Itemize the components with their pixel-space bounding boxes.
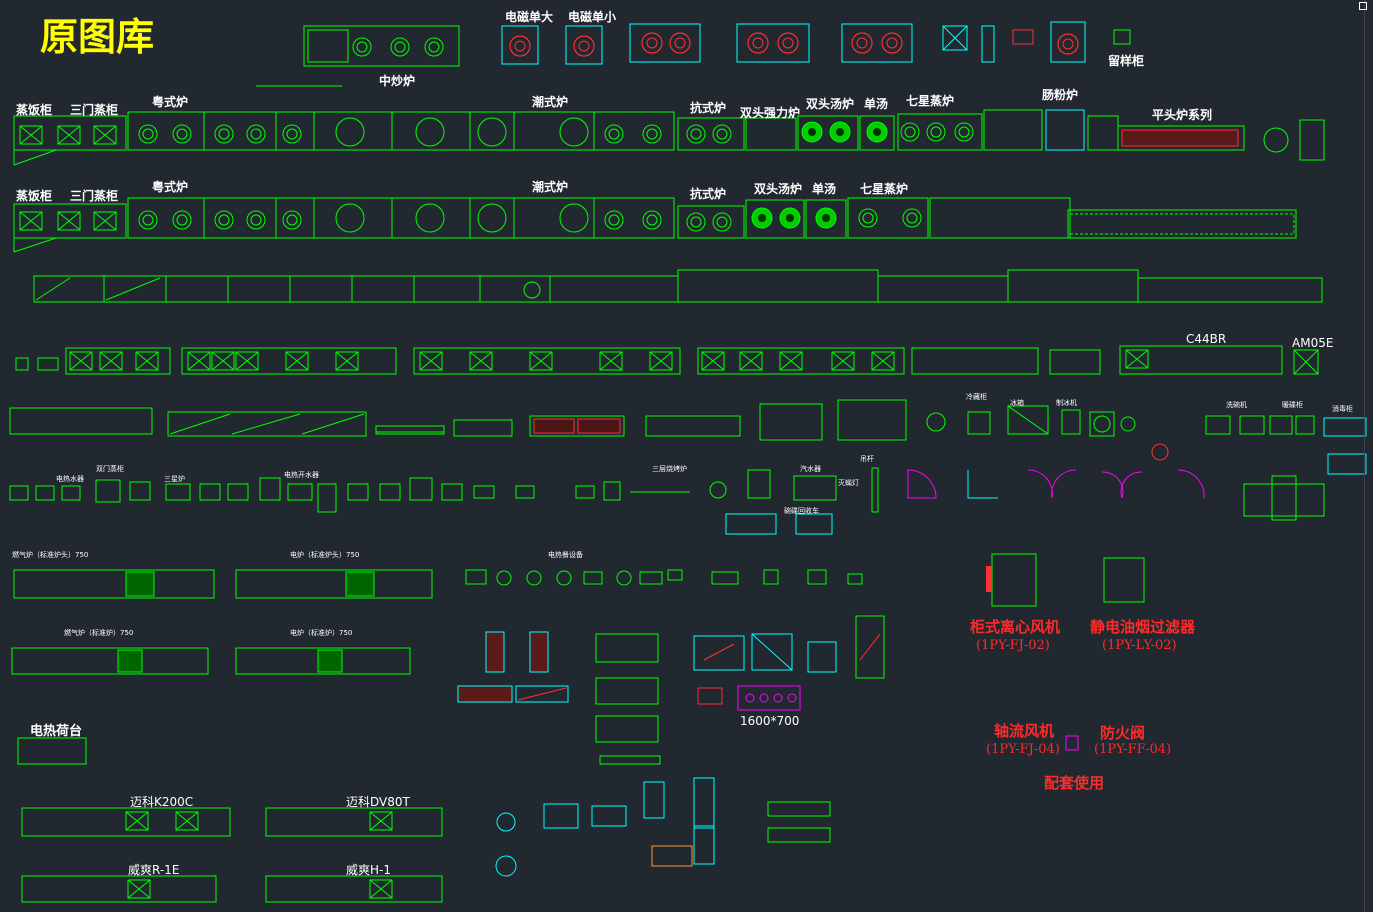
equipment-row-6[interactable]: [9, 453, 1367, 535]
label-double-soup-stove: 双头汤炉: [806, 97, 855, 111]
exhaust-fans[interactable]: [986, 553, 1145, 751]
label-sample-cabinet: 留样柜: [1108, 54, 1145, 68]
label-middle-wok: 中炒炉: [379, 74, 416, 88]
ucs-icon: [1359, 2, 1367, 10]
label-hang-stove-2: 抗式炉: [690, 187, 727, 201]
stove-row-1[interactable]: [13, 109, 1325, 166]
label-fridge: 冰箱: [1010, 399, 1024, 407]
ventilation-items[interactable]: [457, 615, 885, 765]
label-esp-filter-code: (1PY-LY-02): [1102, 638, 1177, 653]
wok-range-middle[interactable]: [256, 25, 460, 87]
label-flat-stove-series: 平头炉系列: [1152, 108, 1213, 122]
label-dishwasher: 洗碗机: [1226, 401, 1247, 409]
induction-units[interactable]: [501, 21, 1131, 65]
label-hang-stove: 抗式炉: [690, 101, 727, 115]
label-electric-boiler: 电热开水器: [284, 471, 319, 479]
label-am05e: AM05E: [1292, 336, 1334, 350]
label-fire-damper-code: (1PY-FF-04): [1094, 742, 1172, 757]
label-1600x700: 1600*700: [740, 714, 800, 728]
label-weishuang-h1: 威爽H-1: [346, 863, 391, 877]
label-three-door-steamer-2: 三门蒸柜: [70, 189, 119, 203]
label-rice-steamer: 蒸饭柜: [16, 103, 53, 117]
label-dish-cart: 碗碟回收车: [784, 507, 819, 515]
label-double-power-stove: 双头强力炉: [740, 106, 801, 120]
counter-row[interactable]: [33, 269, 1323, 303]
label-electric-heat-counter: 电热荷台: [30, 724, 83, 739]
dishwasher-lines[interactable]: [17, 737, 831, 903]
label-plate-warmer: 暖碟柜: [1282, 401, 1303, 409]
label-axial-fan: 轴流风机: [994, 722, 1055, 740]
label-centrifugal-fan: 柜式离心风机: [970, 618, 1061, 636]
label-ice-maker: 制冰机: [1056, 399, 1077, 407]
label-induction-large: 电磁单大: [505, 10, 554, 24]
label-three-door-steamer: 三门蒸柜: [70, 103, 119, 117]
equipment-row-5[interactable]: [9, 399, 1367, 461]
label-axial-fan-code: (1PY-FJ-04): [986, 742, 1060, 757]
label-fire-damper: 防火阀: [1100, 724, 1146, 742]
viewport-edge: [1364, 0, 1373, 912]
label-cantonese-stove: 粤式炉: [152, 95, 189, 109]
label-centrifugal-fan-code: (1PY-FJ-02): [976, 638, 1050, 653]
label-used-together: 配套使用: [1044, 774, 1105, 792]
label-induction-small: 电磁单小: [568, 10, 617, 24]
label-water-heater: 电热水器: [56, 475, 84, 483]
label-electric-equipment: 电热餐设备: [548, 551, 583, 559]
label-chaozhou-stove: 潮式炉: [532, 95, 569, 109]
label-c44br: C44BR: [1186, 332, 1227, 346]
label-three-layer-grill: 三层烧烤炉: [652, 465, 687, 473]
label-single-soup-2: 单汤: [812, 182, 837, 196]
label-fly-killer: 灭蝇灯: [838, 479, 859, 487]
label-electric-stove-std-750: 电炉（标准炉）750: [290, 629, 353, 637]
label-cold-cabinet: 冷藏柜: [966, 393, 987, 401]
label-gas-stove-750: 燃气炉（标准炉头）750: [12, 551, 89, 559]
stove-row-2[interactable]: [13, 197, 1297, 253]
label-double-door-steamer: 双门蒸柜: [96, 465, 124, 473]
label-chaozhou-stove-2: 潮式炉: [532, 180, 569, 194]
label-seven-star-steamer: 七星蒸炉: [906, 94, 955, 108]
label-esp-filter: 静电油烟过滤器: [1090, 618, 1196, 636]
label-weishuang-r1e: 威爽R-1E: [128, 863, 180, 877]
label-electric-stove-750: 电炉（标准炉头）750: [290, 551, 360, 559]
label-disinfect-cabinet: 消毒柜: [1332, 405, 1353, 413]
label-rice-roll-stove: 肠粉炉: [1042, 88, 1079, 102]
label-soda-machine: 汽水器: [800, 465, 821, 473]
label-rice-steamer-2: 蒸饭柜: [16, 189, 53, 203]
label-gas-stove-std-750: 燃气炉（标准炉）750: [64, 629, 134, 637]
label-meiko-k200c: 迈科K200C: [130, 795, 194, 809]
label-double-soup-stove-2: 双头汤炉: [754, 182, 803, 196]
range-lines[interactable]: [11, 569, 863, 675]
drawing-title: 原图库: [40, 15, 155, 59]
label-seven-star-steamer-2: 七星蒸炉: [860, 182, 909, 196]
label-single-soup: 单汤: [864, 97, 889, 111]
label-three-star-stove: 三星炉: [164, 475, 185, 483]
label-hanging-rod: 吊杆: [860, 455, 874, 463]
cabinet-row[interactable]: [15, 345, 1319, 375]
label-cantonese-stove-2: 粤式炉: [152, 180, 189, 194]
label-meiko-dv80t: 迈科DV80T: [346, 795, 410, 809]
